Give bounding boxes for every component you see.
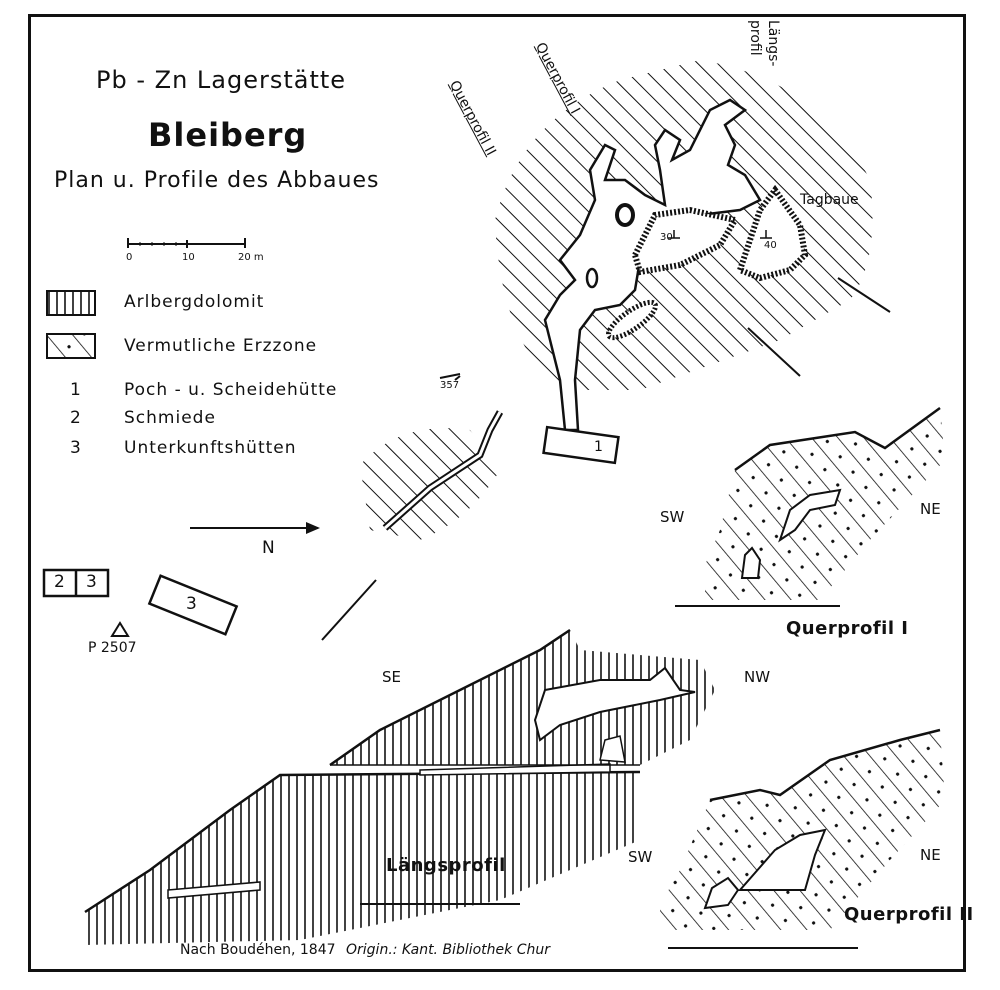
map-frame	[28, 14, 966, 972]
scale-tick-0: 0	[126, 252, 133, 263]
legend-num-2: 2	[70, 408, 82, 428]
quer2-right-dir: NE	[920, 846, 941, 864]
legend-label-1: Poch - u. Scheidehütte	[124, 380, 338, 400]
scale-tick-20: 20 m	[238, 252, 264, 263]
legend-num-3: 3	[70, 438, 82, 458]
north-label: N	[262, 538, 276, 558]
page-subtitle: Plan u. Profile des Abbaues	[54, 168, 380, 193]
legend-label-2: Schmiede	[124, 408, 216, 428]
hut-3a-label: 3	[86, 572, 98, 592]
quer2-left-dir: SW	[628, 848, 653, 866]
strike-label: 357	[440, 380, 460, 391]
quer1-left-dir: SW	[660, 508, 685, 526]
quer1-title: Querprofil I	[786, 618, 909, 639]
deposit-heading: Pb - Zn Lagerstätte	[96, 66, 347, 94]
quer1-right-dir: NE	[920, 500, 941, 518]
hut-2-label: 2	[54, 572, 66, 592]
footer-source: Nach Boudéhen, 1847	[180, 942, 336, 958]
laengs-right-dir: NW	[744, 668, 771, 686]
plan-label-laengsprofil: Längs- profil	[747, 20, 781, 67]
scale-tick-10: 10	[182, 252, 195, 263]
mine-workings	[543, 98, 762, 432]
laengs-left-dir: SE	[382, 668, 401, 686]
dip-label-40: 40	[764, 240, 777, 251]
section-querprofil-1	[675, 406, 945, 607]
profile-lines	[321, 277, 891, 641]
north-arrow-icon	[190, 522, 320, 534]
tagbaue-label: Tagbaue	[800, 192, 859, 208]
hut-3	[147, 574, 239, 636]
legend-label-erzzone: Vermutliche Erzzone	[124, 336, 318, 356]
section-laengsprofil	[84, 628, 715, 945]
point-label: P 2507	[88, 640, 137, 656]
laengs-title: Längsprofil	[386, 855, 506, 876]
legend-num-1: 1	[70, 380, 82, 400]
dip-label-30: 30	[660, 232, 673, 243]
legend-label-dolomit: Arlbergdolomit	[124, 292, 265, 312]
hut-1-label: 1	[594, 439, 603, 455]
quer2-title: Querprofil II	[844, 904, 974, 925]
gallery-zone	[360, 410, 504, 540]
hut-1	[542, 425, 620, 465]
legend-label-3: Unterkunftshütten	[124, 438, 297, 458]
page-title: Bleiberg	[148, 116, 308, 154]
legend-swatch-erzzone	[46, 333, 96, 359]
hut-3b-label: 3	[186, 594, 198, 614]
scale-bar	[127, 238, 246, 248]
legend-swatch-dolomit	[46, 290, 96, 316]
triangulation-point-icon	[110, 621, 130, 637]
section-querprofil-2	[660, 728, 945, 949]
open-pits	[605, 184, 809, 341]
footer-origin: Origin.: Kant. Bibliothek Chur	[346, 942, 550, 958]
